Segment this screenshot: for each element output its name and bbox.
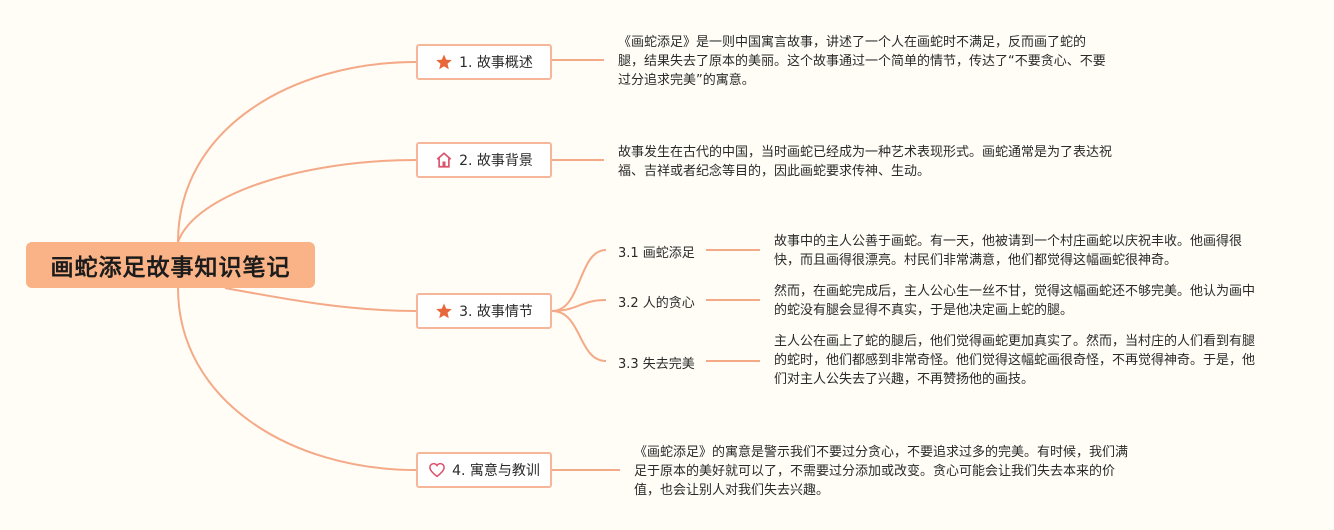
sub-node-3-3[interactable]: 3.3 失去完美 (618, 357, 695, 372)
leaf-text-overview: 《画蛇添足》是一则中国寓言故事，讲述了一个人在画蛇时不满足，反而画了蛇的腿，结果… (618, 35, 1106, 88)
connector-root-branch-2 (177, 159, 417, 243)
branch-label: 2. 故事背景 (459, 153, 533, 169)
root-topic[interactable]: 画蛇添足故事知识笔记 (26, 242, 315, 288)
connector-root-branch-4 (177, 287, 417, 471)
root-title: 画蛇添足故事知识笔记 (50, 255, 291, 281)
branch-node-plot[interactable]: 3. 故事情节 (416, 293, 552, 329)
leaf-text-3-3: 主人公在画上了蛇的腿后，他们觉得画蛇更加真实了。然而，当村庄的人们看到有腿的蛇时… (774, 334, 1256, 387)
leaf-text-moral: 《画蛇添足》的寓意是警示我们不要过分贪心，不要追求过多的完美。有时候，我们满足于… (634, 445, 1129, 498)
connector-branch-3-sub-3 (551, 310, 607, 362)
home-icon (435, 151, 453, 169)
connector-root-branch-1 (177, 61, 417, 243)
leaf-text-3-1: 故事中的主人公善于画蛇。有一天，他被请到一个村庄画蛇以庆祝丰收。他画得很快，而且… (774, 234, 1243, 268)
branch-label: 3. 故事情节 (459, 304, 533, 320)
branch-node-background[interactable]: 2. 故事背景 (416, 142, 552, 178)
branch-node-moral[interactable]: 4. 寓意与教训 (416, 452, 552, 488)
connector-root-branch-3 (224, 287, 417, 312)
leaf-text-3-2: 然而，在画蛇完成后，主人公心生一丝不甘，觉得这幅画蛇还不够完美。他认为画中的蛇没… (774, 284, 1256, 318)
star-icon (435, 302, 453, 320)
branch-node-overview[interactable]: 1. 故事概述 (416, 44, 552, 80)
connector-branch-3-sub-2 (551, 299, 607, 312)
connector-branch-3-sub-1 (551, 249, 607, 312)
sub-node-3-1[interactable]: 3.1 画蛇添足 (618, 246, 695, 261)
branch-label: 1. 故事概述 (459, 55, 533, 71)
branch-label: 4. 寓意与教训 (452, 463, 540, 479)
heart-icon (428, 461, 446, 479)
star-icon (435, 53, 453, 71)
leaf-text-background: 故事发生在古代的中国，当时画蛇已经成为一种艺术表现形式。画蛇通常是为了表达祝福、… (618, 145, 1113, 179)
sub-node-3-2[interactable]: 3.2 人的贪心 (618, 296, 695, 311)
